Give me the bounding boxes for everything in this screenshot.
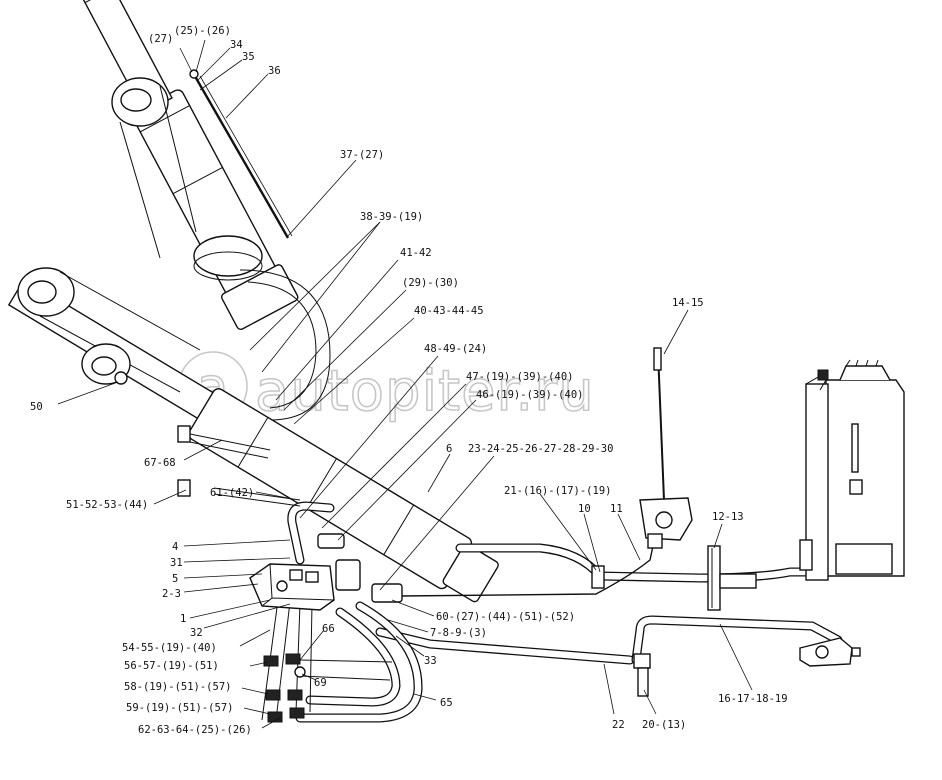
callout-label: 51-52-53-(44)	[66, 499, 148, 511]
callout-label: 6	[446, 443, 452, 455]
callout-label: 16-17-18-19	[718, 693, 788, 705]
callout-label: 61-(42)	[210, 487, 254, 499]
callout-label: 48-49-(24)	[424, 343, 487, 355]
support-ring	[239, 269, 331, 421]
callout-label: 66	[322, 623, 335, 635]
callout-label: 5	[172, 573, 178, 585]
callout-label: 2-3	[162, 588, 181, 600]
callout-label: 14-15	[672, 297, 704, 309]
callout-label: 38-39-(19)	[360, 211, 423, 223]
bracket	[707, 545, 757, 611]
callout-label: 1	[180, 613, 186, 625]
callout-label: 50	[30, 401, 43, 413]
pump-unit	[799, 637, 861, 667]
callout-label: 4	[172, 541, 178, 553]
callout-label: 36	[268, 65, 281, 77]
callout-labels: (27) (25)-(26) 34 35 36 37-(27) 38-39-(1…	[30, 25, 788, 736]
leader-lines	[57, 39, 753, 729]
hydraulic-tank	[799, 359, 905, 581]
elbow-fitting	[633, 653, 651, 697]
callout-label: 31	[170, 557, 183, 569]
callout-label: 67-68	[144, 457, 176, 469]
callout-label: 21-(16)-(17)-(19)	[504, 485, 611, 497]
callout-label: 69	[314, 677, 327, 689]
callout-label: 41-42	[400, 247, 432, 259]
hose-clamp	[591, 565, 605, 589]
watermark: a autopiter.ru	[178, 351, 595, 425]
control-lever	[639, 347, 693, 549]
callout-label: 60-(27)-(44)-(51)-(52)	[436, 611, 575, 623]
callout-label: 7-8-9-(3)	[430, 627, 487, 639]
callout-label: 11	[610, 503, 623, 515]
valve-fittings	[263, 653, 306, 723]
callout-label: 12-13	[712, 511, 744, 523]
callout-label: 35	[242, 51, 255, 63]
callout-label: 37-(27)	[340, 149, 384, 161]
callout-label: 46-(19)-(39)-(40)	[476, 389, 583, 401]
callout-label: 10	[578, 503, 591, 515]
callout-label: 65	[440, 697, 453, 709]
callout-label: 56-57-(19)-(51)	[124, 660, 219, 672]
small-brackets	[177, 425, 191, 497]
lift-cylinder-upper	[46, 0, 299, 330]
callout-label: 59-(19)-(51)-(57)	[126, 702, 233, 714]
callout-label: 22	[612, 719, 625, 731]
callout-label: (27)	[148, 33, 173, 45]
callout-label: 33	[424, 655, 437, 667]
callout-label: 20-(13)	[642, 719, 686, 731]
callout-label: 62-63-64-(25)-(26)	[138, 724, 252, 736]
callout-label: 58-(19)-(51)-(57)	[124, 681, 231, 693]
callout-label: 23-24-25-26-27-28-29-30	[468, 443, 613, 455]
callout-label: 34	[230, 39, 243, 51]
callout-label: 40-43-44-45	[414, 305, 484, 317]
control-valve	[249, 533, 403, 611]
callout-label: (29)-(30)	[402, 277, 459, 289]
callout-label: 47-(19)-(39)-(40)	[466, 371, 573, 383]
callout-label: (25)-(26)	[174, 25, 231, 37]
lift-cylinder-lower	[7, 267, 499, 603]
watermark-text: autopiter.ru	[255, 359, 595, 424]
callout-label: 54-55-(19)-(40)	[122, 642, 217, 654]
callout-label: 32	[190, 627, 203, 639]
